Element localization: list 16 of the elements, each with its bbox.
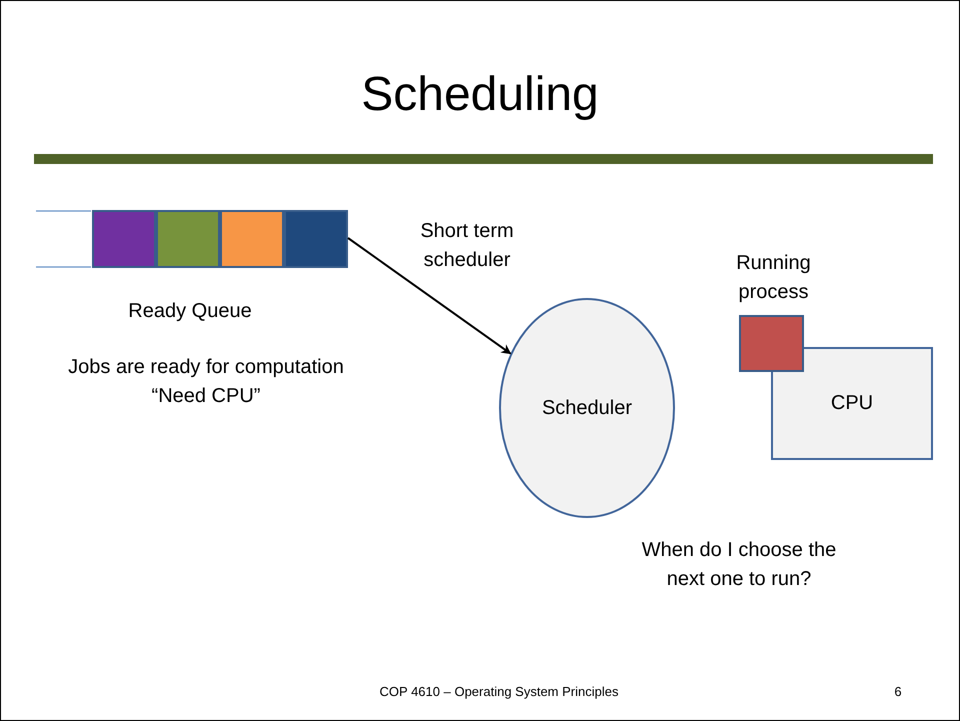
queue-slot (92, 210, 156, 268)
description-text: Jobs are ready for computation “Need CPU” (67, 355, 345, 409)
question-text: When do I choose the next one to run? (640, 538, 838, 592)
queue-label: Ready Queue (127, 299, 253, 324)
node-label: CPU (830, 392, 874, 415)
scheduler-ellipse (499, 298, 675, 518)
footer-text: COP 4610 – Operating System Principles (378, 683, 620, 701)
node-label: Running process (735, 251, 812, 305)
queue-slot (220, 210, 284, 268)
arrow (347, 237, 512, 354)
queue-slot (156, 210, 220, 268)
slide-title: Scheduling (360, 67, 600, 122)
page-number: 6 (893, 683, 903, 701)
queue-slot (284, 210, 348, 268)
cpu-box (771, 347, 933, 460)
node-label: Scheduler (542, 396, 632, 420)
